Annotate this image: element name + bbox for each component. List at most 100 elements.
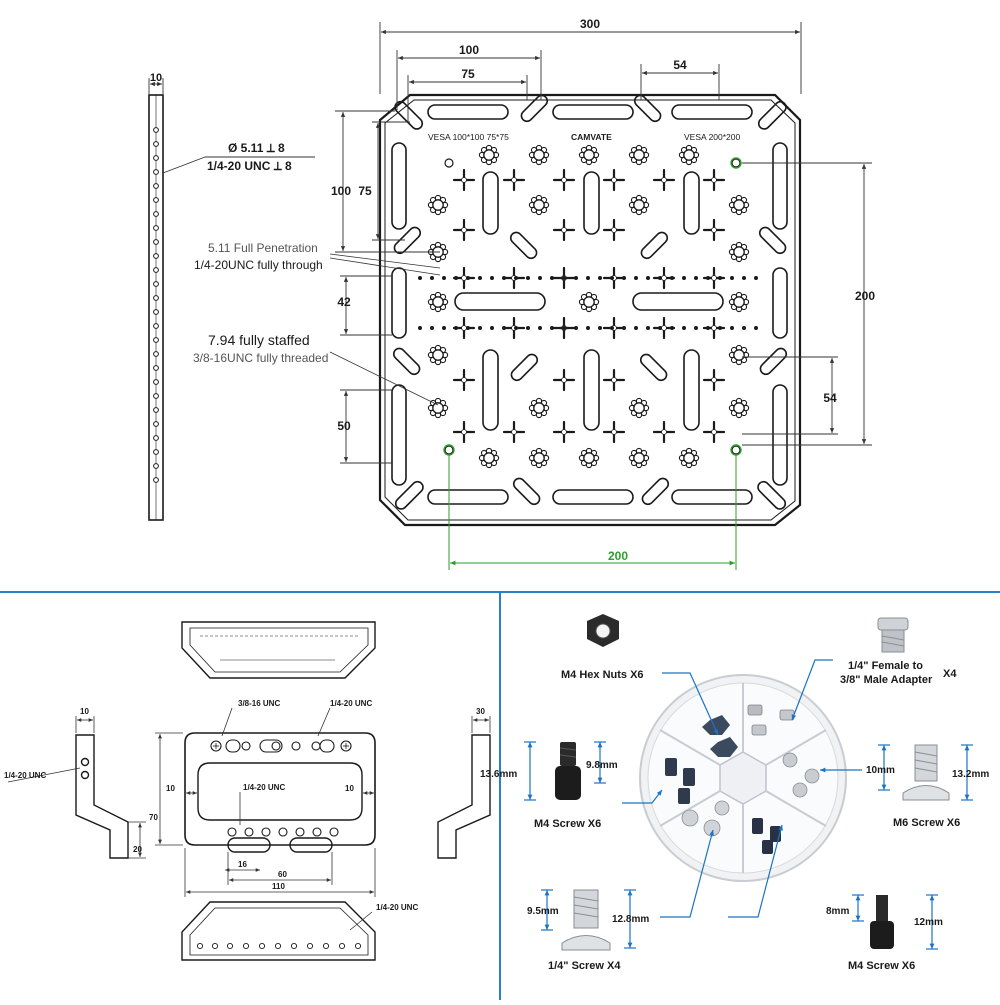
- small-hole-cross: [602, 420, 626, 444]
- threaded-hole: [427, 194, 449, 216]
- threaded-hole: [578, 447, 600, 469]
- callout-hole-1-4-20: 1/4-20 UNC ⟂ 8: [207, 159, 292, 173]
- callout-hole-5-11: Ø 5.11 ⟂ 8: [228, 141, 285, 155]
- threaded-hole: [528, 194, 550, 216]
- vesa-200-label: VESA 200*200: [684, 132, 741, 142]
- small-hole-cross: [452, 420, 476, 444]
- edge-slots: [391, 94, 788, 506]
- dim-100-top: 100: [459, 43, 479, 57]
- plate-side-profile: 10: [148, 72, 164, 521]
- threaded-hole: [628, 144, 650, 166]
- dim-50: 50: [337, 419, 351, 433]
- label-m6-width: 10mm: [866, 765, 895, 776]
- small-hole-cross: [452, 218, 476, 242]
- label-m6-height: 13.2mm: [952, 769, 989, 780]
- label-quarter-height: 12.8mm: [612, 914, 649, 925]
- label-quarter-width: 9.5mm: [527, 906, 559, 917]
- threaded-hole: [728, 397, 750, 419]
- small-hole-cross: [502, 168, 526, 192]
- threaded-hole: [427, 344, 449, 366]
- plate-dimensions: [335, 22, 872, 464]
- handle-label-1-4-20-top: 1/4-20 UNC: [330, 699, 372, 708]
- hole-pattern: [418, 144, 758, 469]
- threaded-hole: [528, 447, 550, 469]
- small-hole-cross: [702, 368, 726, 392]
- m4-screw-small-icon: [870, 895, 894, 949]
- callout-full-penetration: 5.11 Full Penetration: [208, 241, 318, 255]
- dim-200-right: 200: [855, 289, 875, 303]
- dim-100-left: 100: [331, 184, 351, 198]
- threaded-hole: [728, 291, 750, 313]
- label-quarter-screw: 1/4" Screw X4: [548, 960, 621, 972]
- threaded-hole: [427, 241, 449, 263]
- handle-label-1-4-20-inner: 1/4-20 UNC: [243, 783, 285, 792]
- m6-screw-icon: [902, 744, 950, 801]
- handle-dim-10-left: 10: [166, 784, 175, 793]
- dim-300: 300: [580, 17, 600, 31]
- label-m4-b-width: 8mm: [826, 906, 849, 917]
- threaded-hole: [628, 194, 650, 216]
- small-hole-cross: [552, 218, 576, 242]
- callout-staffed-detail: 3/8-16UNC fully threaded: [193, 351, 328, 365]
- handle-dim-70: 70: [149, 813, 158, 822]
- small-hole-cross: [552, 168, 576, 192]
- label-m4-b-height: 12mm: [914, 917, 943, 928]
- threaded-hole: [427, 291, 449, 313]
- dim-42: 42: [337, 295, 351, 309]
- handle-dimensions: [7, 707, 491, 931]
- label-m4-screw-b: M4 Screw X6: [848, 960, 915, 972]
- handle-dim-30-side: 30: [476, 707, 485, 716]
- label-adapter-line2: 3/8" Male Adapter: [840, 674, 933, 686]
- label-m4-a-height: 13.6mm: [480, 769, 517, 780]
- handle-label-3-8-16: 3/8-16 UNC: [238, 699, 280, 708]
- threaded-hole: [728, 241, 750, 263]
- handle-dim-110: 110: [272, 882, 285, 891]
- small-hole-cross: [502, 420, 526, 444]
- small-hole-cross: [652, 168, 676, 192]
- label-m4-screw-a: M4 Screw X6: [534, 818, 601, 830]
- threaded-hole: [628, 447, 650, 469]
- threaded-hole: [578, 291, 600, 313]
- small-hole-cross: [652, 420, 676, 444]
- small-hole-cross: [602, 368, 626, 392]
- small-hole-cross: [452, 168, 476, 192]
- label-hex-nuts: M4 Hex Nuts X6: [561, 669, 644, 681]
- threaded-hole: [578, 144, 600, 166]
- small-hole-cross: [552, 420, 576, 444]
- hole-callouts: Ø 5.11 ⟂ 8 1/4-20 UNC ⟂ 8 5.11 Full Pene…: [162, 141, 441, 406]
- handle-dim-16: 16: [238, 860, 247, 869]
- handle-label-1-4-20-bottom: 1/4-20 UNC: [376, 903, 418, 912]
- threaded-hole: [728, 344, 750, 366]
- hex-nut-icon: [587, 614, 619, 647]
- dim-54-right: 54: [823, 391, 837, 405]
- handle-dim-60: 60: [278, 870, 287, 879]
- threaded-hole: [528, 397, 550, 419]
- label-adapter-line1: 1/4" Female to: [848, 660, 923, 672]
- dim-75-top: 75: [461, 67, 475, 81]
- handle-dim-10-side: 10: [80, 707, 89, 716]
- dim-thickness: 10: [150, 72, 162, 84]
- callout-full-penetration-detail: 1/4-20UNC fully through: [194, 258, 323, 272]
- label-adapter-qty: X4: [943, 668, 957, 680]
- small-hole-cross: [602, 218, 626, 242]
- storage-box: [639, 674, 847, 882]
- label-m6-screw: M6 Screw X6: [893, 817, 960, 829]
- handle-label-1-4-20-side: 1/4-20 UNC: [4, 771, 46, 780]
- dim-75-left: 75: [358, 184, 372, 198]
- threaded-hole: [678, 144, 700, 166]
- brand-label: CAMVATE: [571, 132, 612, 142]
- small-hole-cross: [702, 168, 726, 192]
- quarter-inch-screw-icon: [561, 889, 611, 951]
- vesa-200-dimension: [448, 455, 737, 570]
- handle-dimension-labels: 10 30 70 10 10 16 60 110 20 3/8-16 UNC 1…: [4, 699, 485, 912]
- small-hole-cross: [702, 218, 726, 242]
- small-hole-cross: [452, 368, 476, 392]
- threaded-hole: [478, 144, 500, 166]
- callout-staffed: 7.94 fully staffed: [208, 332, 310, 348]
- vesa-100-label: VESA 100*100 75*75: [428, 132, 509, 142]
- handle-drawing: [75, 621, 491, 961]
- small-hole-cross: [702, 420, 726, 444]
- plate-dimension-labels: 300 100 75 54 100 75 42 50 200 54 200: [331, 17, 875, 563]
- threaded-hole: [478, 447, 500, 469]
